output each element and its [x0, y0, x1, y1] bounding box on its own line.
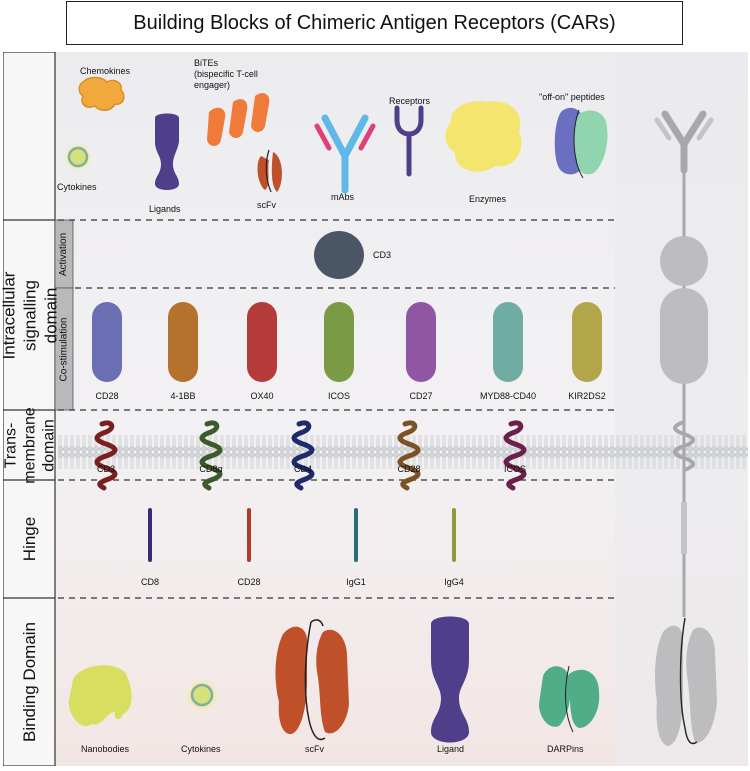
diagram-svg [2, 51, 748, 767]
car-binding-domain [655, 617, 717, 746]
costim-pill-6 [572, 302, 602, 382]
bites-sublabel: (bispecific T-cell engager) [194, 69, 258, 90]
transmembrane-group [94, 420, 527, 491]
cd3-activation-icon [314, 231, 364, 279]
car-antibody-icon [654, 110, 714, 174]
hinge-bar-1 [247, 508, 251, 562]
costim-label-6: KIR2DS2 [568, 391, 606, 401]
chemokines-label: Chemokines [80, 66, 131, 76]
intracellular-label: Intracellular signalling domain [0, 271, 61, 359]
costim-label-1: 4-1BB [170, 391, 196, 401]
darpins-label: DARPins [547, 744, 584, 754]
bite-icon [207, 93, 270, 146]
ligand-bottom-label: Ligand [437, 744, 465, 754]
transmembrane-label-1: CD8α [199, 464, 223, 474]
hinge-label-1: CD28 [237, 577, 261, 587]
hinge-bar-3 [452, 508, 456, 562]
binding-label: Binding Domain [20, 621, 40, 743]
cytokine-icon [67, 146, 89, 168]
hinge-label: Hinge [19, 516, 39, 562]
transmembrane-label-0: CD3 [96, 464, 116, 474]
hinge-label-2: IgG1 [346, 577, 366, 587]
costim-pill-3 [324, 302, 354, 382]
diagram-panel: Intracellular signalling domain Activati… [0, 51, 748, 767]
activation-label: Activation [58, 232, 70, 276]
costim-pill-0 [92, 302, 122, 382]
costim-label-5: MYD88-CD40 [479, 391, 537, 401]
costim-label-4: CD27 [409, 391, 433, 401]
cytokines-label: Cytokines [57, 182, 97, 192]
scfv-small-icon [257, 149, 282, 193]
mab-icon [314, 114, 376, 194]
cytokines-bottom-label: Cytokines [181, 744, 221, 754]
mabs-label: mAbs [331, 192, 355, 202]
darpin-icon [539, 665, 600, 733]
hinge-label-0: CD8 [140, 577, 160, 587]
transmembrane-label-3: CD28 [397, 464, 421, 474]
costim-pill-1 [168, 302, 198, 382]
offon-label: "off-on" peptides [539, 92, 605, 102]
ligand-large-icon [431, 616, 469, 743]
nanobodies-label: Nanobodies [81, 744, 130, 754]
scfv-top-label: scFv [257, 200, 276, 210]
costim-pill-2 [247, 302, 277, 382]
enzyme-icon [445, 101, 522, 172]
transmembrane-helix-4 [503, 420, 527, 491]
hinge-label-3: IgG4 [444, 577, 464, 587]
transmembrane-label-box: Trans-membrane domain [3, 407, 58, 483]
enzymes-label: Enzymes [469, 194, 507, 204]
section-separators [58, 219, 615, 599]
costim-label-2: OX40 [250, 391, 274, 401]
costimulation-label: Co-stimulation [58, 317, 70, 381]
activation-label-box: Activation [55, 220, 73, 288]
hinge-label-box: Hinge [7, 480, 53, 598]
costim-label-0: CD28 [95, 391, 119, 401]
transmembrane-label: Trans-membrane domain [2, 406, 58, 484]
cd3-activation-label: CD3 [373, 250, 392, 260]
chemokine-icon [78, 76, 125, 111]
scfv-bottom-label: scFv [305, 744, 324, 754]
offon-peptide-icon [554, 107, 608, 179]
car-schematic [654, 110, 717, 746]
costimulation-label-box: Co-stimulation [55, 288, 73, 410]
costim-label-3: ICOS [327, 391, 351, 401]
receptors-label: Receptors [389, 96, 431, 106]
costim-pill-5 [493, 302, 523, 382]
transmembrane-helix-2 [291, 420, 315, 491]
hinge-bar-2 [354, 508, 358, 562]
costimulation-group [92, 302, 602, 382]
diagram-title: Building Blocks of Chimeric Antigen Rece… [133, 11, 616, 34]
intracellular-label-box: Intracellular signalling domain [0, 220, 61, 410]
car-costim-domain [660, 288, 708, 384]
scfv-large-icon [275, 619, 349, 741]
title-box: Building Blocks of Chimeric Antigen Rece… [66, 1, 683, 45]
ligands-label: Ligands [149, 204, 181, 214]
transmembrane-label-2: CD4 [293, 464, 313, 474]
cytokine-bottom-icon [190, 683, 214, 707]
car-activation-domain [660, 236, 708, 286]
car-hinge-domain [681, 502, 687, 554]
bites-label: BiTEs [194, 58, 219, 68]
receptor-icon [394, 105, 424, 177]
transmembrane-helix-0 [94, 420, 118, 491]
binding-label-box: Binding Domain [7, 598, 53, 766]
hinge-bar-0 [148, 508, 152, 562]
transmembrane-helix-1 [199, 420, 223, 491]
car-transmembrane-domain [673, 420, 695, 472]
nanobody-icon [68, 665, 132, 727]
hinge-group [148, 508, 456, 562]
transmembrane-label-4: ICOS [503, 464, 527, 474]
costim-pill-4 [406, 302, 436, 382]
ligand-icon [155, 113, 179, 190]
transmembrane-helix-3 [397, 420, 421, 491]
